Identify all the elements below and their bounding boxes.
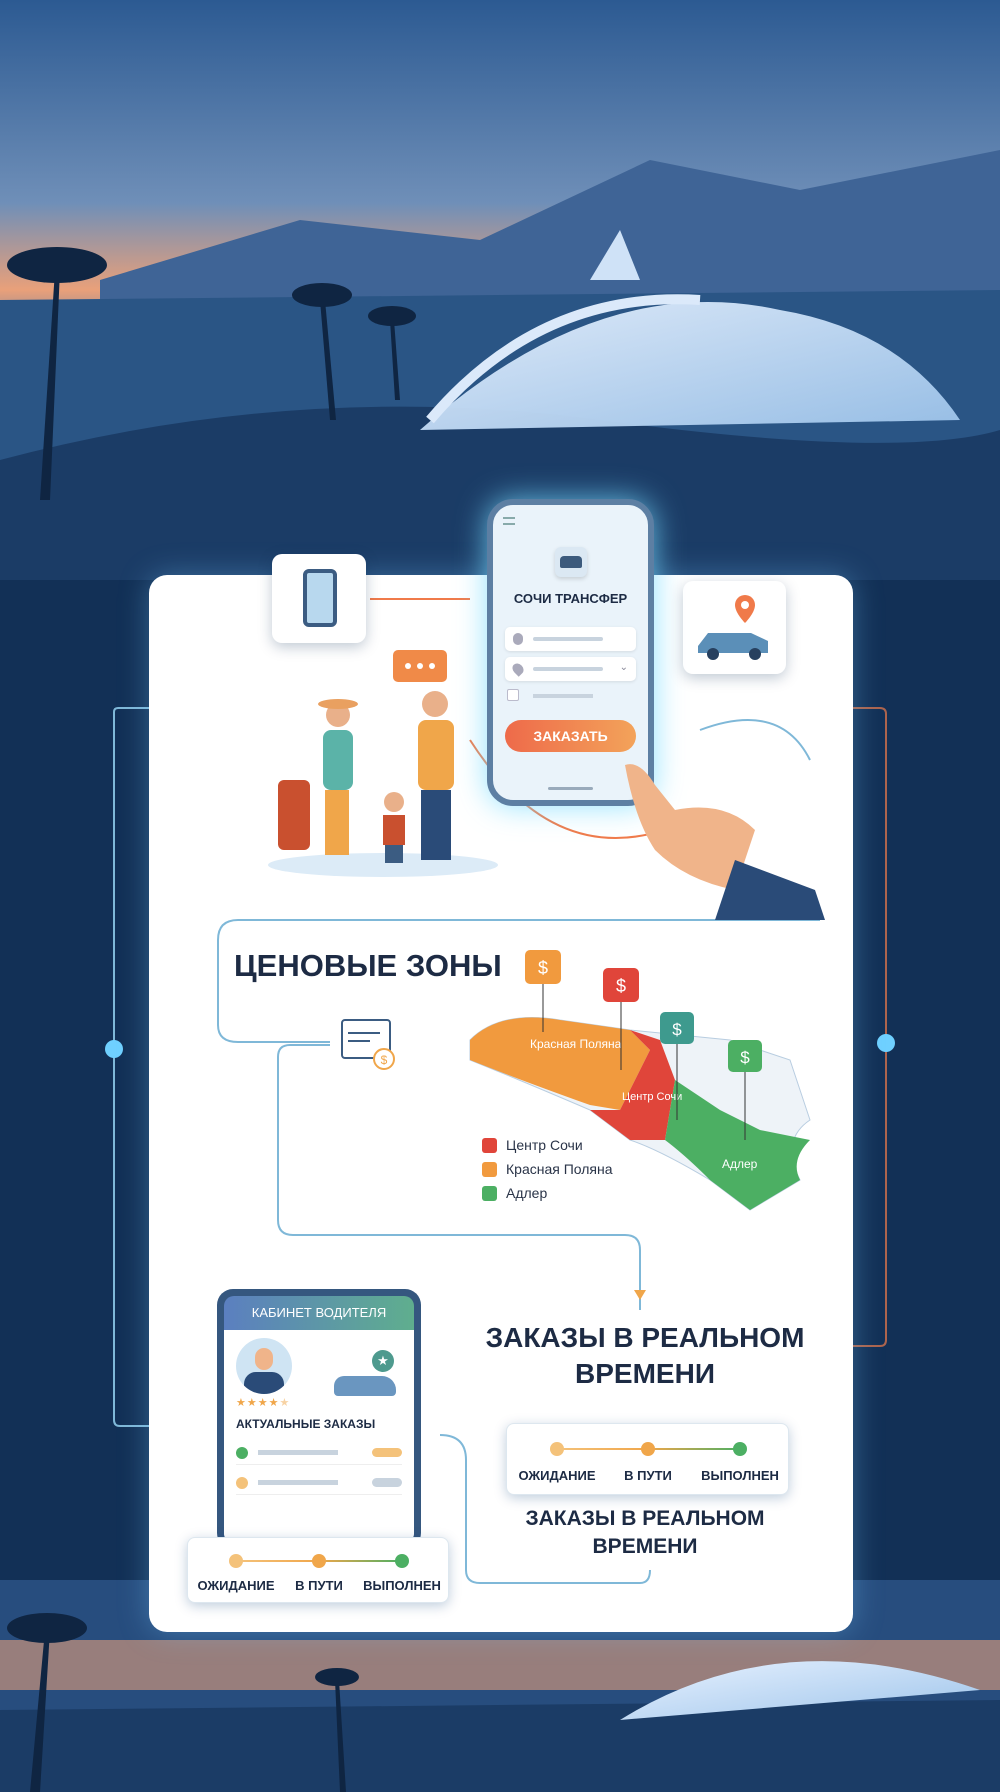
receipt-icon: $ <box>341 1019 395 1070</box>
price-pin-teal: $ <box>660 1012 694 1120</box>
order-button[interactable]: ЗАКАЗАТЬ <box>505 720 636 752</box>
svg-text:$: $ <box>381 1053 388 1067</box>
smartphone-icon <box>303 569 337 627</box>
app-title: СОЧИ ТРАНСФЕР <box>513 591 628 606</box>
location-pin-icon <box>510 661 526 677</box>
name-input[interactable] <box>505 627 636 651</box>
map-label-center: Центр Сочи <box>622 1091 682 1103</box>
car-icon <box>334 1376 396 1396</box>
status-done: ВЫПОЛНЕН <box>701 1468 779 1483</box>
glow-dot-left <box>105 1040 123 1058</box>
current-orders-heading: АКТУАЛЬНЫЕ ЗАКАЗЫ <box>236 1417 376 1431</box>
option-checkbox[interactable] <box>507 689 519 701</box>
order-list-item[interactable] <box>236 1471 402 1495</box>
legend-item: Центр Сочи <box>482 1137 613 1153</box>
order-status-tracker-large: ОЖИДАНИЕ В ПУТИ ВЫПОЛНЕН <box>506 1423 789 1495</box>
glow-dot-right <box>877 1034 895 1052</box>
status-waiting: ОЖИДАНИЕ <box>197 1578 275 1593</box>
driver-cabinet-phone: КАБИНЕТ ВОДИТЕЛЯ ★ ★★★★★ АКТУАЛЬНЫЕ ЗАКА… <box>217 1289 421 1549</box>
order-list-item[interactable] <box>236 1441 402 1465</box>
destination-select[interactable]: ⌄ <box>505 657 636 681</box>
svg-text:$: $ <box>616 976 626 996</box>
car-location-icon-card <box>683 581 786 674</box>
driver-avatar <box>236 1338 292 1394</box>
svg-text:$: $ <box>740 1048 750 1067</box>
driver-rating-stars: ★★★★★ <box>236 1397 291 1409</box>
price-pin-orange: $ <box>525 950 561 1032</box>
zone-adler <box>665 1080 810 1210</box>
driver-cabinet-title: КАБИНЕТ ВОДИТЕЛЯ <box>224 1296 414 1330</box>
chevron-down-icon: ⌄ <box>619 662 628 673</box>
car-location-icon <box>698 595 768 660</box>
svg-text:$: $ <box>672 1020 682 1039</box>
status-done: ВЫПОЛНЕН <box>363 1578 441 1593</box>
sochi-coast-illustration <box>0 0 1000 580</box>
price-zones-heading: ЦЕНОВЫЕ ЗОНЫ <box>234 948 502 983</box>
zone-krasnaya-polyana <box>470 1017 650 1110</box>
realtime-orders-subheading: ЗАКАЗЫ В РЕАЛЬНОМ ВРЕМЕНИ <box>525 1507 765 1558</box>
price-pin-red: $ <box>603 968 639 1070</box>
map-label-adler: Адлер <box>722 1157 758 1171</box>
status-en-route: В ПУТИ <box>624 1468 672 1483</box>
price-pin-green: $ <box>728 1040 762 1140</box>
price-zones-legend: Центр Сочи Красная Поляна Адлер <box>482 1137 613 1209</box>
mobile-app-icon-card <box>272 554 366 643</box>
order-status-tracker: ОЖИДАНИЕ В ПУТИ ВЫПОЛНЕН <box>187 1537 449 1603</box>
star-badge-icon: ★ <box>372 1350 394 1372</box>
price-zones-map: Красная Поляна Центр Сочи Адлер $ $ $ $ <box>469 950 811 1211</box>
status-waiting: ОЖИДАНИЕ <box>518 1468 596 1483</box>
map-label-krasnaya: Красная Поляна <box>530 1037 622 1051</box>
family-travelers-illustration <box>268 650 498 877</box>
realtime-orders-heading: ЗАКАЗЫ В РЕАЛЬНОМ ВРЕМЕНИ <box>485 1322 805 1389</box>
pointing-hand-illustration <box>625 764 825 920</box>
zone-center-sochi <box>590 1030 675 1140</box>
car-icon <box>555 547 587 577</box>
legend-item: Красная Поляна <box>482 1161 613 1177</box>
legend-item: Адлер <box>482 1185 613 1201</box>
menu-icon[interactable] <box>503 517 515 525</box>
status-en-route: В ПУТИ <box>295 1578 343 1593</box>
svg-text:$: $ <box>538 958 548 978</box>
transfer-app-phone: СОЧИ ТРАНСФЕР ⌄ ЗАКАЗАТЬ <box>487 499 654 806</box>
user-icon <box>513 633 523 645</box>
